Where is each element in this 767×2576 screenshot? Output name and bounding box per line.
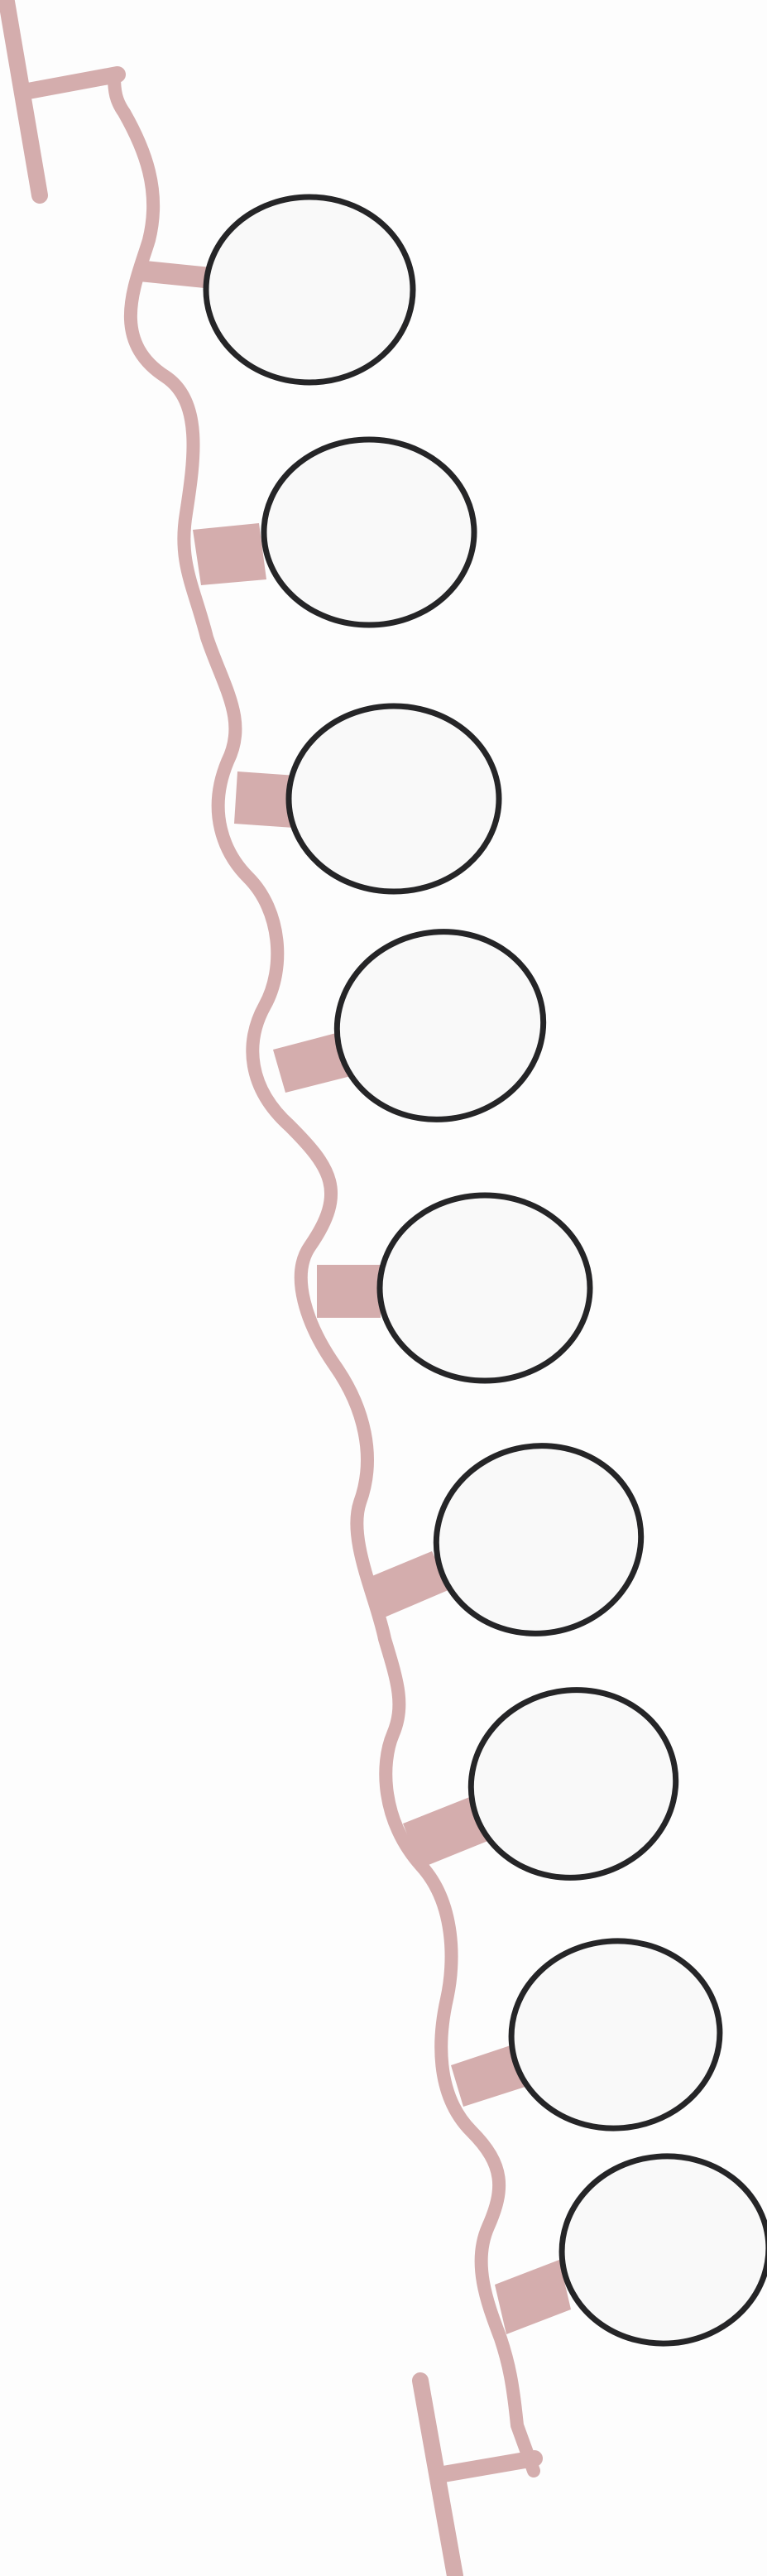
bead-2 — [261, 436, 477, 628]
bead-connector-1 — [139, 261, 211, 288]
bead-connector-4 — [273, 1033, 351, 1093]
bead-connector-6 — [364, 1551, 450, 1618]
bead-9 — [558, 2153, 767, 2347]
bead-layer — [203, 194, 767, 2347]
bead-connector-7 — [403, 1796, 490, 1868]
bead-6 — [433, 1443, 645, 1636]
connecting-tube — [108, 70, 540, 2477]
bead-connector-2 — [193, 523, 266, 585]
bead-connector-9 — [495, 2260, 571, 2334]
bead-1 — [203, 194, 416, 386]
top-anchor-bracket — [0, 0, 126, 204]
bead-8 — [508, 1938, 723, 2131]
bead-connector-3 — [234, 771, 296, 828]
bead-4 — [333, 929, 547, 1122]
bottom-anchor-bracket — [412, 2372, 543, 2576]
bead-7 — [467, 1687, 679, 1881]
bead-connector-8 — [451, 2045, 528, 2107]
bead-connector-5 — [317, 1265, 381, 1318]
connector-layer — [139, 261, 571, 2334]
tube-layer — [0, 0, 543, 2576]
bead-3 — [285, 703, 502, 895]
bead-5 — [376, 1192, 593, 1384]
